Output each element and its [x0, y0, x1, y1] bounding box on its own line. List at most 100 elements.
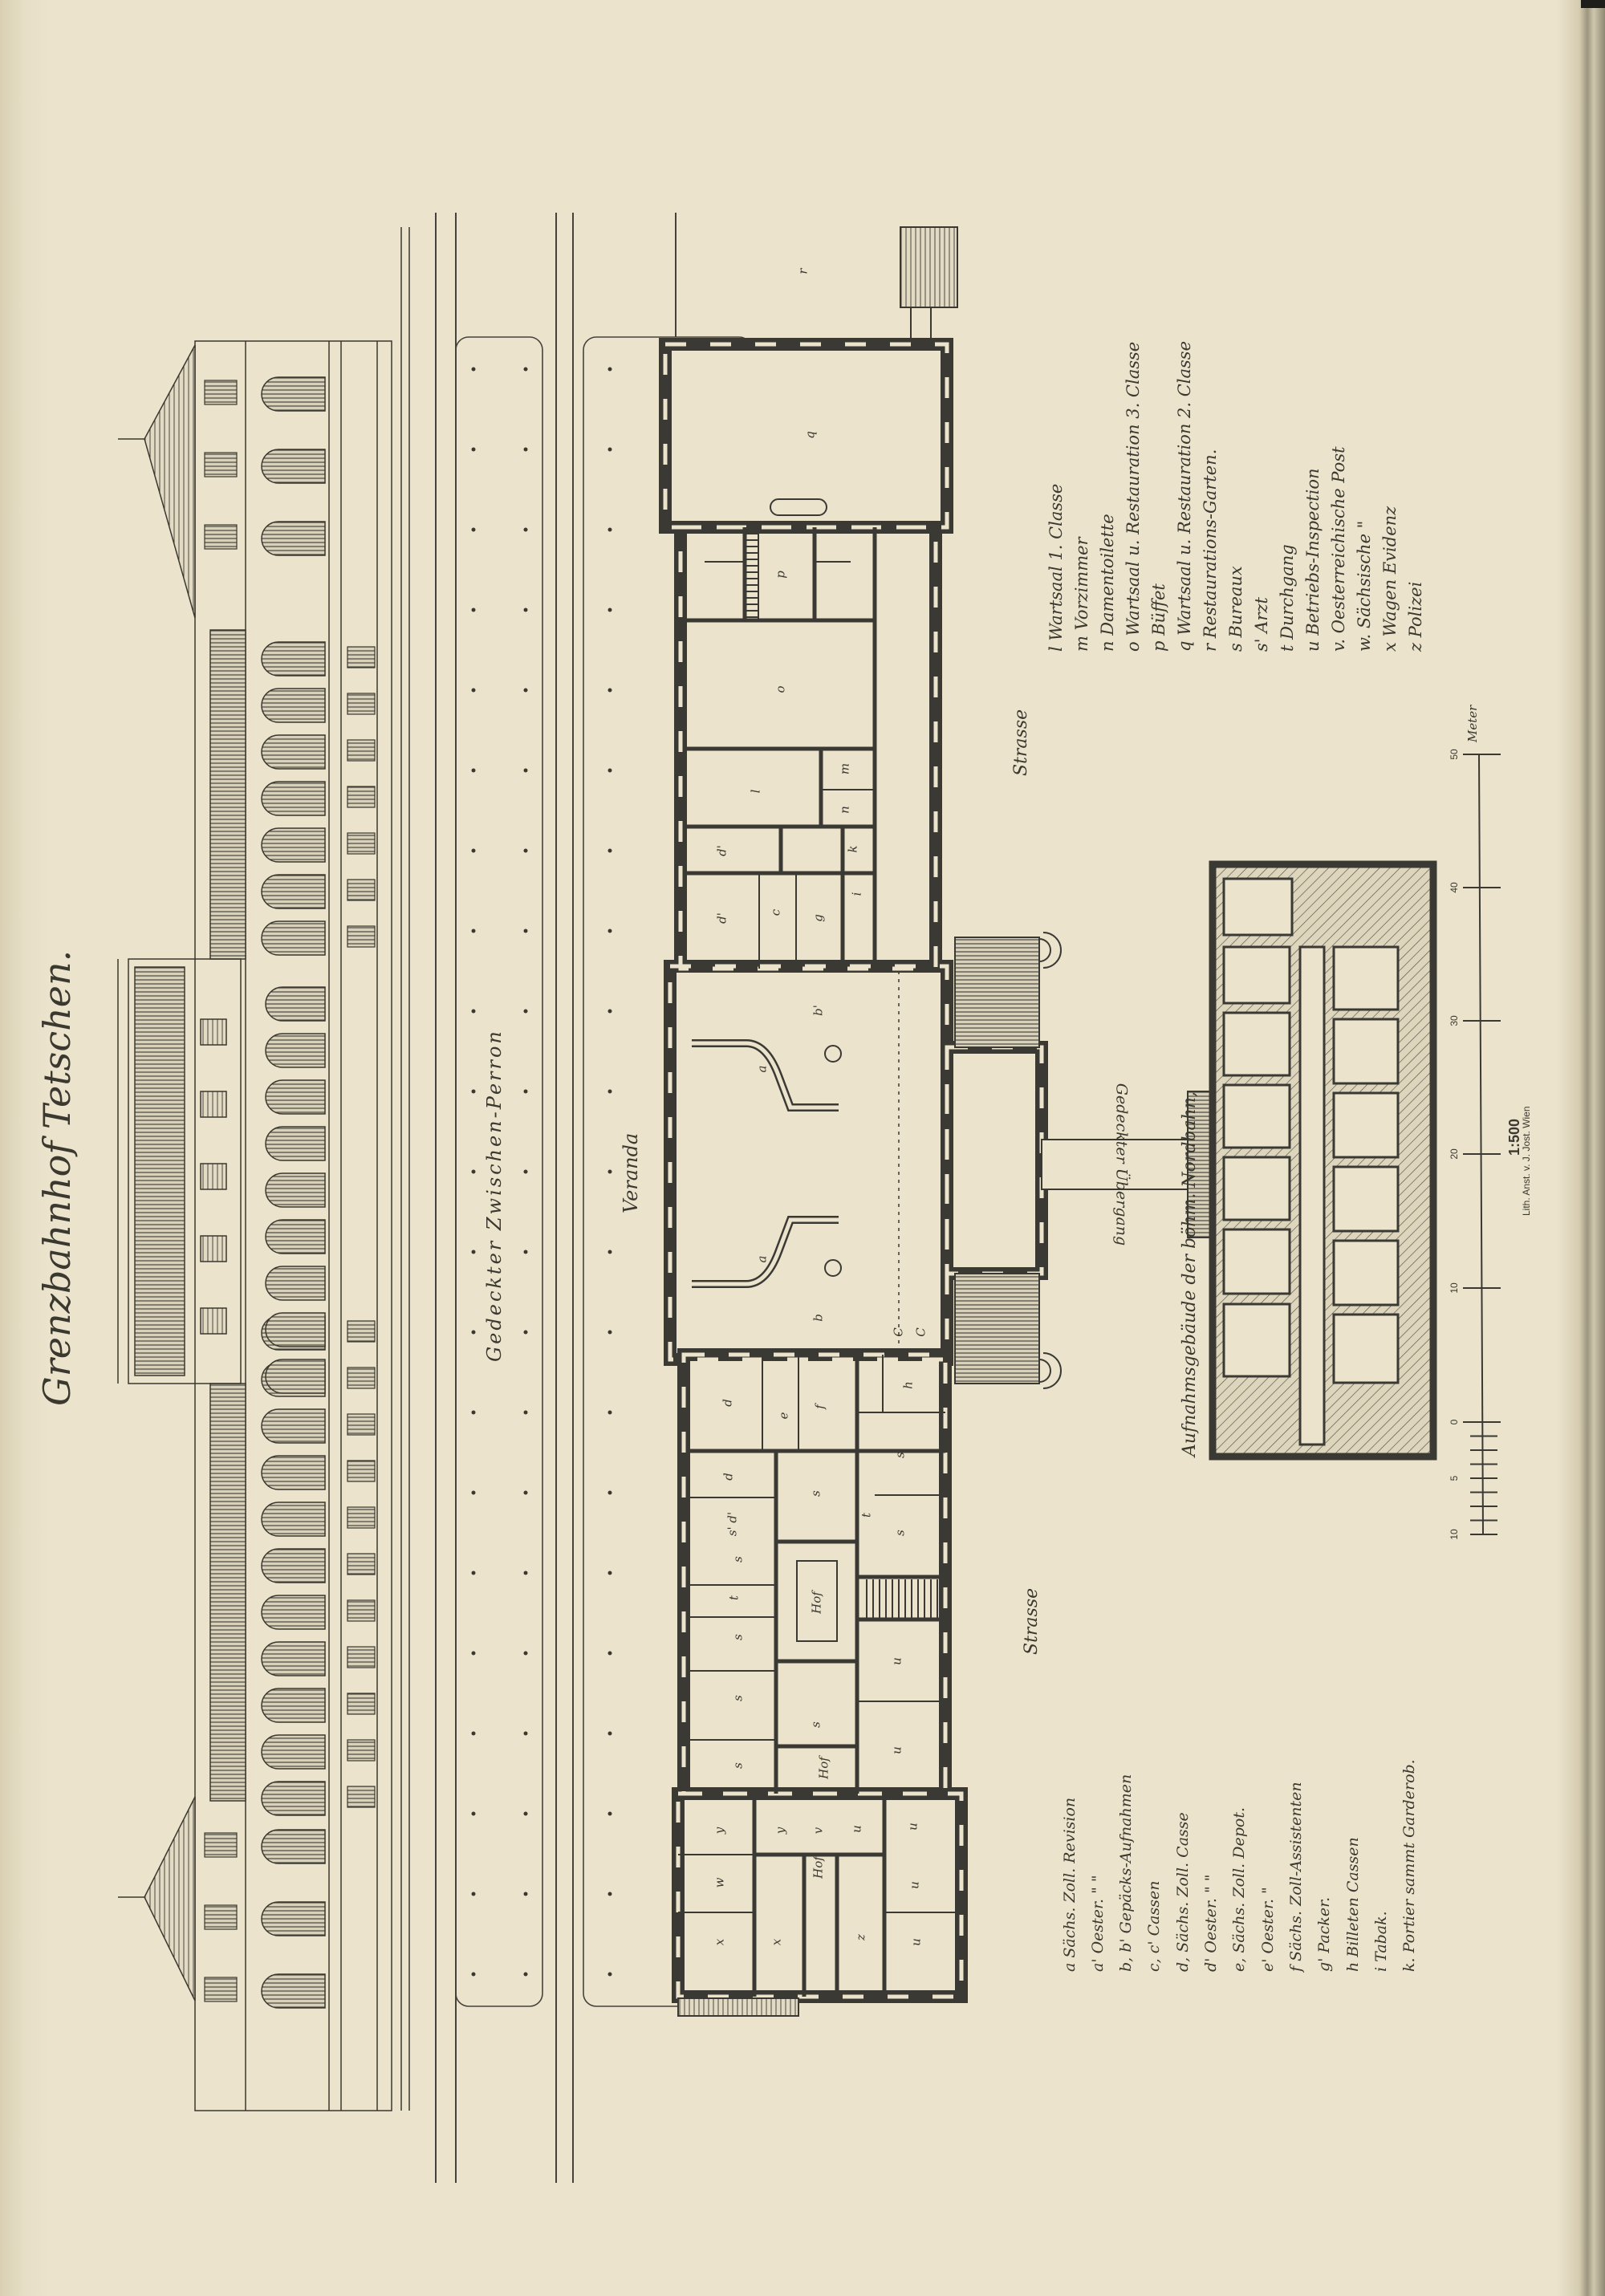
arch [261, 1781, 326, 1816]
reception-room [1222, 1011, 1291, 1077]
room-label: z [853, 1934, 868, 1940]
room-label: e [776, 1412, 791, 1420]
column-dot [523, 527, 528, 532]
arch [261, 920, 326, 956]
room-label: h [900, 1381, 916, 1389]
window [347, 646, 376, 668]
room-label: C [913, 1327, 928, 1337]
column-dot [471, 929, 476, 933]
medallion [200, 1235, 227, 1262]
label-veranda: Veranda [620, 1132, 642, 1213]
reception-room [1298, 945, 1326, 1446]
window-openings [668, 964, 949, 1362]
room-label: u [849, 1825, 864, 1833]
arch [265, 986, 326, 1022]
window [204, 380, 238, 405]
legend-item: a' Oester. " " [1088, 1875, 1107, 1972]
room-label: m [837, 762, 852, 775]
column-dot [523, 1972, 528, 1977]
room-label: s [892, 1530, 908, 1536]
column-dot [523, 1169, 528, 1174]
room-label: t [859, 1512, 874, 1518]
column-dot [471, 1651, 476, 1656]
column-dot [471, 1250, 476, 1254]
scale-tick-label: 10 [1449, 1282, 1460, 1294]
legend-item: m Vorzimmer [1071, 537, 1091, 652]
platform-column-dots [471, 367, 612, 1977]
arch [261, 1502, 326, 1537]
window [347, 1646, 376, 1668]
room-label: u [907, 1881, 922, 1889]
column-dot [607, 447, 612, 452]
label-garden: r [795, 268, 811, 274]
reception-room [1222, 1228, 1291, 1295]
medallion [200, 1163, 227, 1190]
column-dot [607, 1731, 612, 1736]
arch [261, 1973, 326, 2009]
room-label: p [773, 571, 788, 579]
room-label: f [812, 1404, 827, 1409]
label-covered-bridge: Gedeckter Übergang [1112, 1083, 1131, 1246]
column-dot [523, 848, 528, 853]
reception-room [1332, 1091, 1400, 1159]
room-label: d' [714, 845, 729, 856]
legend-item: q Wartsaal u. Restauration 2. Classe [1174, 340, 1194, 652]
outer-wall [677, 1348, 952, 1800]
scale-tick-label: 40 [1449, 882, 1460, 893]
arch [261, 734, 326, 770]
column-dot [523, 1250, 528, 1254]
column-dot [523, 1410, 528, 1415]
window [347, 1786, 376, 1808]
column-dot [523, 608, 528, 612]
column-dot [523, 1651, 528, 1656]
scale-unit: Meter [1465, 705, 1480, 742]
room-label: y [712, 1827, 727, 1835]
arch [265, 1266, 326, 1301]
medallion [200, 1018, 227, 1046]
reception-room [1332, 1313, 1400, 1384]
reception-room [1332, 1165, 1400, 1233]
column-dot [471, 1169, 476, 1174]
room-label: b [811, 1314, 826, 1322]
room-label: c [768, 908, 783, 916]
legend-item: r Restaurations-Garten. [1200, 449, 1220, 652]
legend-item: d, Sächs. Zoll. Casse [1173, 1812, 1192, 1972]
window [347, 693, 376, 715]
arch [261, 1901, 326, 1936]
column-dot [471, 527, 476, 532]
column-dot [471, 768, 476, 773]
room-label: s [730, 1634, 746, 1640]
station-elevation [117, 227, 410, 2111]
arch [261, 1641, 326, 1676]
room-label: b' [811, 1005, 826, 1016]
column-dot [607, 608, 612, 612]
window [204, 1904, 238, 1930]
column-dot [471, 367, 476, 372]
reception-room [1222, 1083, 1291, 1149]
hall-ramps [692, 971, 953, 1356]
window [347, 879, 376, 901]
column-dot [471, 447, 476, 452]
room-label: w [712, 1877, 727, 1888]
window-openings [663, 342, 949, 530]
column-dot [607, 1009, 612, 1014]
outer-wall [664, 960, 953, 1366]
column-dot [523, 1330, 528, 1335]
reception-room [1222, 945, 1291, 1005]
legend-item: h Billeten Cassen [1343, 1837, 1362, 1972]
arch [261, 1548, 326, 1583]
room-label: n [837, 806, 852, 814]
label-street-south: Strasse [1022, 1587, 1042, 1655]
label-street-north: Strasse [1011, 709, 1031, 776]
drawing-title: Grenzbahnhof Tetschen. [35, 949, 79, 1406]
column-dot [607, 688, 612, 693]
column-dot [607, 1651, 612, 1656]
scale-tick-label: 0 [1449, 1419, 1460, 1425]
room-label: Hof [816, 1757, 831, 1779]
window [347, 786, 376, 808]
arch [261, 521, 326, 556]
column-dot [607, 929, 612, 933]
window [347, 1506, 376, 1529]
reception-room [1222, 1302, 1291, 1378]
column-dot [523, 1811, 528, 1816]
